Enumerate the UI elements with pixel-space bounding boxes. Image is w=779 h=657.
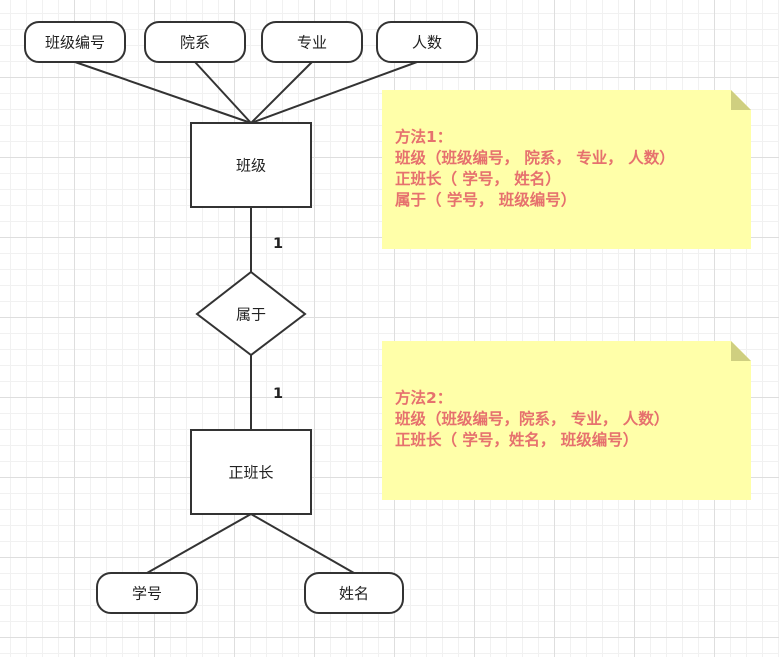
entity-class[interactable]: 班级	[190, 122, 312, 208]
relationship-belongs-to[interactable]: 属于	[195, 270, 307, 357]
note-line: 正班长（ 学号， 姓名）	[395, 169, 561, 188]
attribute-label: 院系	[180, 34, 210, 52]
note-line: 班级（班级编号，院系， 专业， 人数）	[395, 409, 669, 428]
note-method-1[interactable]: 方法1： 班级（班级编号， 院系， 专业， 人数） 正班长（ 学号， 姓名） 属…	[382, 90, 751, 249]
attribute-label: 人数	[412, 34, 442, 52]
note-method-2[interactable]: 方法2： 班级（班级编号，院系， 专业， 人数） 正班长（ 学号，姓名， 班级编…	[382, 341, 751, 500]
attribute-label: 学号	[132, 585, 162, 603]
cardinality-monitor-side: 1	[273, 386, 283, 402]
connector-class-number	[74, 61, 252, 124]
attribute-label: 班级编号	[45, 34, 105, 52]
attribute-department[interactable]: 院系	[144, 21, 246, 63]
entity-monitor[interactable]: 正班长	[190, 429, 312, 515]
note-line: 属于（ 学号， 班级编号）	[395, 190, 576, 209]
connector-headcount	[250, 61, 418, 124]
connector-student-id	[146, 513, 252, 574]
connector-department	[194, 61, 252, 124]
attribute-label: 专业	[297, 34, 327, 52]
note-line: 正班长（ 学号，姓名， 班级编号）	[395, 430, 638, 449]
connector-name	[250, 513, 355, 574]
attribute-class-number[interactable]: 班级编号	[24, 21, 126, 63]
connector-major	[250, 61, 313, 124]
entity-label: 正班长	[228, 464, 273, 482]
attribute-student-id[interactable]: 学号	[96, 572, 198, 614]
attribute-name[interactable]: 姓名	[304, 572, 404, 614]
note-line: 方法2：	[395, 388, 452, 407]
note-line: 班级（班级编号， 院系， 专业， 人数）	[395, 148, 675, 167]
relationship-label: 属于	[236, 306, 266, 324]
attribute-headcount[interactable]: 人数	[376, 21, 478, 63]
attribute-major[interactable]: 专业	[261, 21, 363, 63]
cardinality-class-side: 1	[273, 236, 283, 252]
note-line: 方法1：	[395, 127, 452, 146]
attribute-label: 姓名	[339, 585, 369, 603]
entity-label: 班级	[236, 157, 266, 175]
